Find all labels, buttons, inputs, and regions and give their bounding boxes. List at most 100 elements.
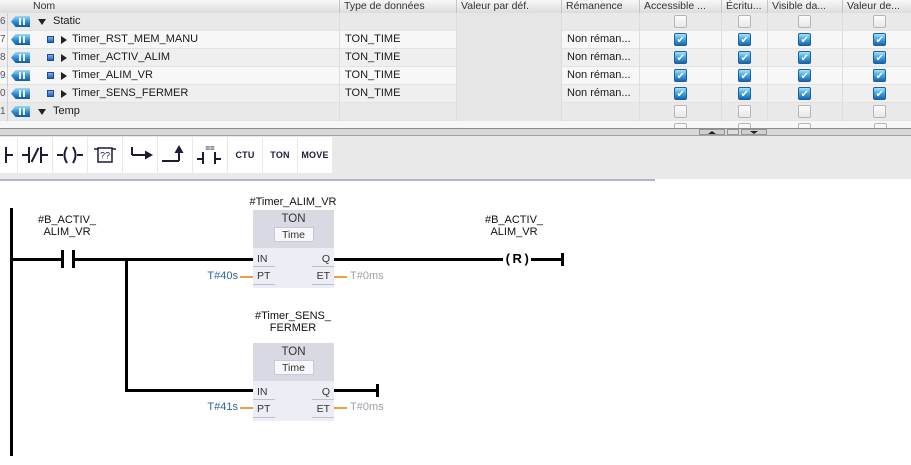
- setpoint-checkbox[interactable]: [873, 15, 886, 28]
- setpoint-cell[interactable]: [843, 31, 911, 49]
- block-subtype-label[interactable]: Time: [274, 360, 314, 375]
- table-row-timer-alim-vr[interactable]: 9 Timer_ALIM_VR TON_TIME Non réman...: [0, 67, 911, 85]
- coil-operand-label[interactable]: #B_ACTIV_ ALIM_VR: [459, 214, 569, 238]
- normally-closed-contact-button[interactable]: [18, 137, 52, 173]
- move-button[interactable]: MOVE: [298, 137, 332, 173]
- table-row-timer-rst-mem-manu[interactable]: 7 Timer_RST_MEM_MANU TON_TIME Non réman.…: [0, 31, 911, 49]
- compare-contact-button[interactable]: ==: [193, 137, 227, 173]
- scroll-up-button[interactable]: [699, 129, 725, 135]
- visible-checkbox[interactable]: [798, 69, 811, 82]
- chevron-right-icon[interactable]: [61, 90, 67, 98]
- setpoint-cell[interactable]: [843, 85, 911, 103]
- setpoint-checkbox[interactable]: [873, 105, 886, 118]
- type-cell[interactable]: TON_TIME: [340, 49, 457, 67]
- accessible-checkbox[interactable]: [674, 51, 687, 64]
- pin-q[interactable]: Q: [300, 254, 330, 265]
- setpoint-checkbox[interactable]: [873, 51, 886, 64]
- writable-checkbox[interactable]: [738, 15, 751, 28]
- column-header-visible[interactable]: Visible da...: [768, 0, 843, 13]
- visible-cell[interactable]: [768, 67, 843, 85]
- column-header-valeur-def[interactable]: Valeur par déf.: [457, 0, 562, 13]
- setpoint-cell[interactable]: [843, 13, 911, 31]
- setpoint-checkbox[interactable]: [873, 69, 886, 82]
- ton-block-1[interactable]: TON Time IN Q PT ET: [253, 210, 334, 288]
- pin-et[interactable]: ET: [300, 271, 330, 282]
- writable-checkbox[interactable]: [738, 69, 751, 82]
- timer2-instance-label[interactable]: #Timer_SENS_ FERMER: [238, 310, 348, 334]
- remanence-cell[interactable]: Non réman...: [562, 85, 640, 103]
- accessible-cell[interactable]: [640, 49, 722, 67]
- pin-et[interactable]: ET: [300, 404, 330, 415]
- accessible-checkbox[interactable]: [674, 87, 687, 100]
- type-cell[interactable]: TON_TIME: [340, 85, 457, 103]
- column-header-ecriture[interactable]: Écritu...: [722, 0, 768, 13]
- table-row-clipped[interactable]: [0, 121, 911, 128]
- pin-q[interactable]: Q: [300, 387, 330, 398]
- scroll-thumb[interactable]: [727, 129, 739, 135]
- writable-cell[interactable]: [722, 31, 768, 49]
- writable-cell[interactable]: [722, 85, 768, 103]
- pt-value[interactable]: T#41s: [188, 402, 238, 413]
- table-row-timer-activ-alim[interactable]: 8 Timer_ACTIV_ALIM TON_TIME Non réman...: [0, 49, 911, 67]
- close-branch-button[interactable]: [158, 137, 192, 173]
- setpoint-cell[interactable]: [843, 49, 911, 67]
- type-cell[interactable]: TON_TIME: [340, 67, 457, 85]
- accessible-cell[interactable]: [640, 85, 722, 103]
- chevron-right-icon[interactable]: [61, 54, 67, 62]
- pin-pt[interactable]: PT: [257, 271, 270, 282]
- visible-checkbox[interactable]: [798, 105, 811, 118]
- accessible-cell[interactable]: [640, 103, 722, 121]
- accessible-cell[interactable]: [640, 13, 722, 31]
- table-row-temp[interactable]: 1 Temp: [0, 103, 911, 121]
- remanence-cell[interactable]: Non réman...: [562, 31, 640, 49]
- visible-cell[interactable]: [768, 103, 843, 121]
- no-contact[interactable]: [72, 250, 75, 268]
- accessible-cell[interactable]: [640, 31, 722, 49]
- column-header-type[interactable]: Type de données: [340, 0, 457, 13]
- chevron-down-icon[interactable]: [38, 19, 46, 25]
- visible-checkbox[interactable]: [798, 33, 811, 46]
- reset-coil[interactable]: ( R ): [500, 251, 534, 266]
- block-subtype-label[interactable]: Time: [274, 227, 314, 242]
- writable-checkbox[interactable]: [738, 105, 751, 118]
- pt-value[interactable]: T#40s: [188, 271, 238, 282]
- column-header-remanence[interactable]: Rémanence: [562, 0, 640, 13]
- writable-cell[interactable]: [722, 103, 768, 121]
- writable-checkbox[interactable]: [738, 51, 751, 64]
- visible-cell[interactable]: [768, 13, 843, 31]
- remanence-cell[interactable]: Non réman...: [562, 67, 640, 85]
- name-cell[interactable]: Static: [8, 13, 340, 31]
- column-header-nom[interactable]: Nom: [0, 0, 340, 13]
- visible-checkbox[interactable]: [798, 87, 811, 100]
- remanence-cell[interactable]: [562, 103, 640, 121]
- visible-checkbox[interactable]: [798, 15, 811, 28]
- timer1-instance-label[interactable]: #Timer_ALIM_VR: [238, 196, 348, 208]
- name-cell[interactable]: Temp: [8, 103, 340, 121]
- pin-pt[interactable]: PT: [257, 404, 270, 415]
- open-branch-button[interactable]: [123, 137, 157, 173]
- type-cell[interactable]: TON_TIME: [340, 31, 457, 49]
- name-cell[interactable]: Timer_SENS_FERMER: [8, 85, 340, 103]
- accessible-checkbox[interactable]: [674, 105, 687, 118]
- ton-button[interactable]: TON: [263, 137, 297, 173]
- name-cell[interactable]: Timer_RST_MEM_MANU: [8, 31, 340, 49]
- pin-in[interactable]: IN: [257, 254, 268, 265]
- table-row-timer-sens-fermer[interactable]: 0 Timer_SENS_FERMER TON_TIME Non réman..…: [0, 85, 911, 103]
- name-cell[interactable]: Timer_ALIM_VR: [8, 67, 340, 85]
- ton-block-2[interactable]: TON Time IN Q PT ET: [253, 343, 334, 421]
- scroll-down-button[interactable]: [741, 129, 767, 135]
- coil-button[interactable]: [53, 137, 87, 173]
- et-value[interactable]: T#0ms: [350, 402, 384, 413]
- empty-box-button[interactable]: ??: [88, 137, 122, 173]
- name-cell[interactable]: Timer_ACTIV_ALIM: [8, 49, 340, 67]
- remanence-cell[interactable]: Non réman...: [562, 49, 640, 67]
- writable-checkbox[interactable]: [738, 33, 751, 46]
- type-cell[interactable]: [340, 103, 457, 121]
- visible-cell[interactable]: [768, 31, 843, 49]
- pin-in[interactable]: IN: [257, 387, 268, 398]
- contact-operand-label[interactable]: #B_ACTIV_ ALIM_VR: [12, 214, 122, 238]
- setpoint-cell[interactable]: [843, 67, 911, 85]
- writable-cell[interactable]: [722, 67, 768, 85]
- accessible-cell[interactable]: [640, 67, 722, 85]
- type-cell[interactable]: [340, 13, 457, 31]
